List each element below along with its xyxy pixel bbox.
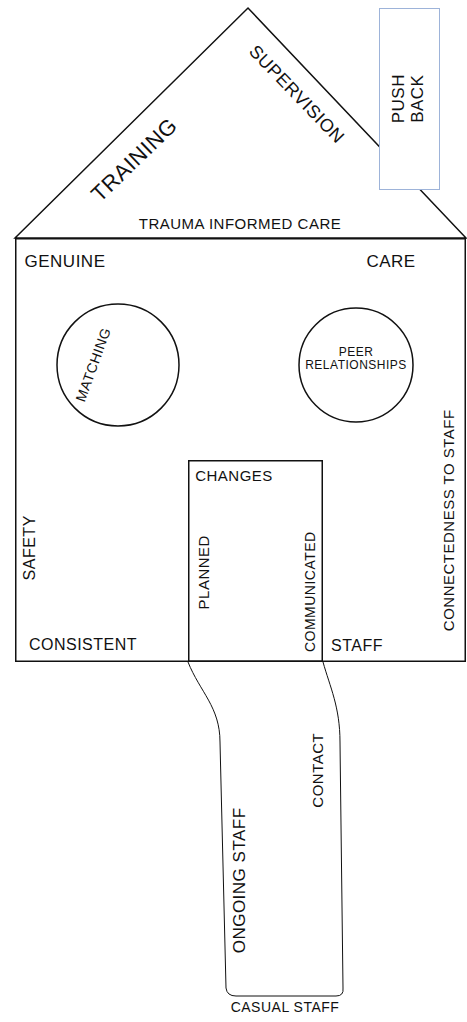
box-line — [380, 9, 440, 190]
circle-line — [299, 308, 413, 422]
window-circle-label: PEER RELATIONSHIPS — [302, 346, 410, 372]
garden-path-label: CASUAL STAFF — [231, 1000, 340, 1015]
house-body-label: CONSISTENT — [29, 636, 137, 654]
garden-path-label: ONGOING STAFF — [231, 807, 250, 953]
door-label: COMMUNICATED — [302, 532, 317, 653]
path-line — [188, 662, 343, 996]
chimney-box-label: PUSH BACK — [390, 71, 427, 127]
garden-path-label: CONTACT — [310, 733, 327, 808]
door-label: CHANGES — [195, 468, 273, 485]
door: CHANGES PLANNED COMMUNICATED — [188, 460, 323, 662]
window-circle-label: MATCHING — [73, 326, 114, 404]
window-circle: PEER RELATIONSHIPS — [298, 307, 414, 423]
house-body-label: SAFETY — [21, 515, 39, 580]
rect-line — [16, 239, 466, 662]
house-body: GENUINE CARE SAFETY CONSISTENT STAFF CONNECTE… — [15, 238, 466, 662]
house-body-outline — [15, 238, 466, 662]
garden-path-outline — [180, 662, 360, 1018]
door-label: PLANNED — [196, 535, 213, 609]
window-circle: MATCHING — [56, 303, 180, 427]
house-body-label: GENUINE — [25, 253, 106, 272]
roof-line — [15, 8, 466, 238]
window-circle-outline — [56, 303, 180, 427]
rect-line — [189, 461, 323, 662]
circle-line — [57, 304, 179, 426]
house-body-label: CONNECTEDNESS TO STAFF — [441, 409, 458, 631]
roof-triangle-label: TRAUMA INFORMED CARE — [139, 216, 342, 233]
house-body-label: STAFF — [331, 637, 383, 655]
garden-path: ONGOING STAFF CONTACT CASUAL STAFF — [180, 662, 360, 1018]
chimney-box: PUSH BACK — [379, 8, 440, 190]
house-body-label: CARE — [366, 253, 415, 272]
roof-triangle-label: TRAINING — [87, 113, 182, 206]
